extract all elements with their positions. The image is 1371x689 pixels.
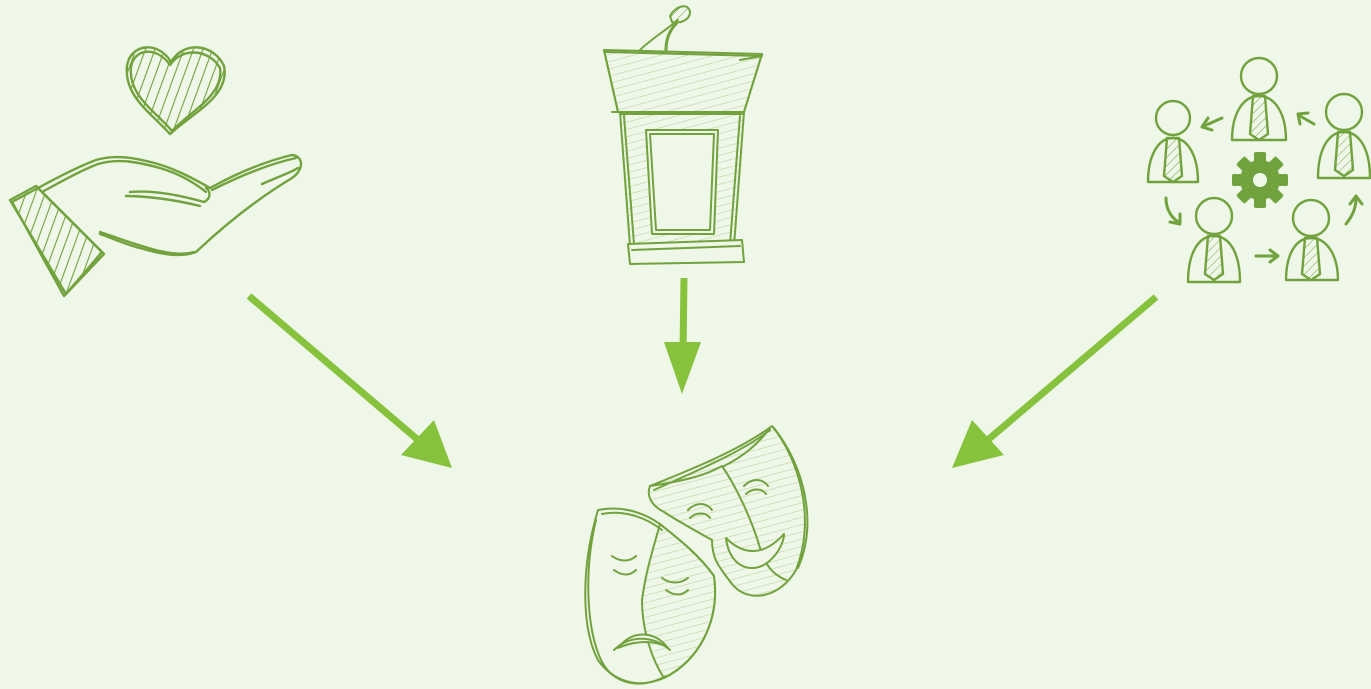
person-icon: [1148, 101, 1198, 182]
podium-panel: [646, 130, 718, 234]
gear-icon: [1232, 152, 1288, 208]
podium-base: [628, 240, 744, 264]
person-icon: [1188, 198, 1240, 282]
heart-in-hand-icon: [10, 47, 301, 296]
heart-shape: [127, 47, 225, 134]
person-icon: [1232, 58, 1286, 140]
tragedy-mask: [585, 509, 715, 684]
arrow-right-to-center: [952, 297, 1156, 468]
arrow-top-to-center: [664, 278, 701, 394]
person-icon: [1318, 94, 1370, 178]
podium-top: [604, 50, 762, 112]
team-collaboration-icon: [1148, 58, 1370, 282]
podium-microphone-icon: [604, 6, 762, 264]
theater-masks-icon: [585, 426, 807, 684]
person-icon: [1286, 200, 1338, 280]
arrow-left-to-center: [249, 296, 452, 468]
microphone-head: [670, 6, 690, 22]
